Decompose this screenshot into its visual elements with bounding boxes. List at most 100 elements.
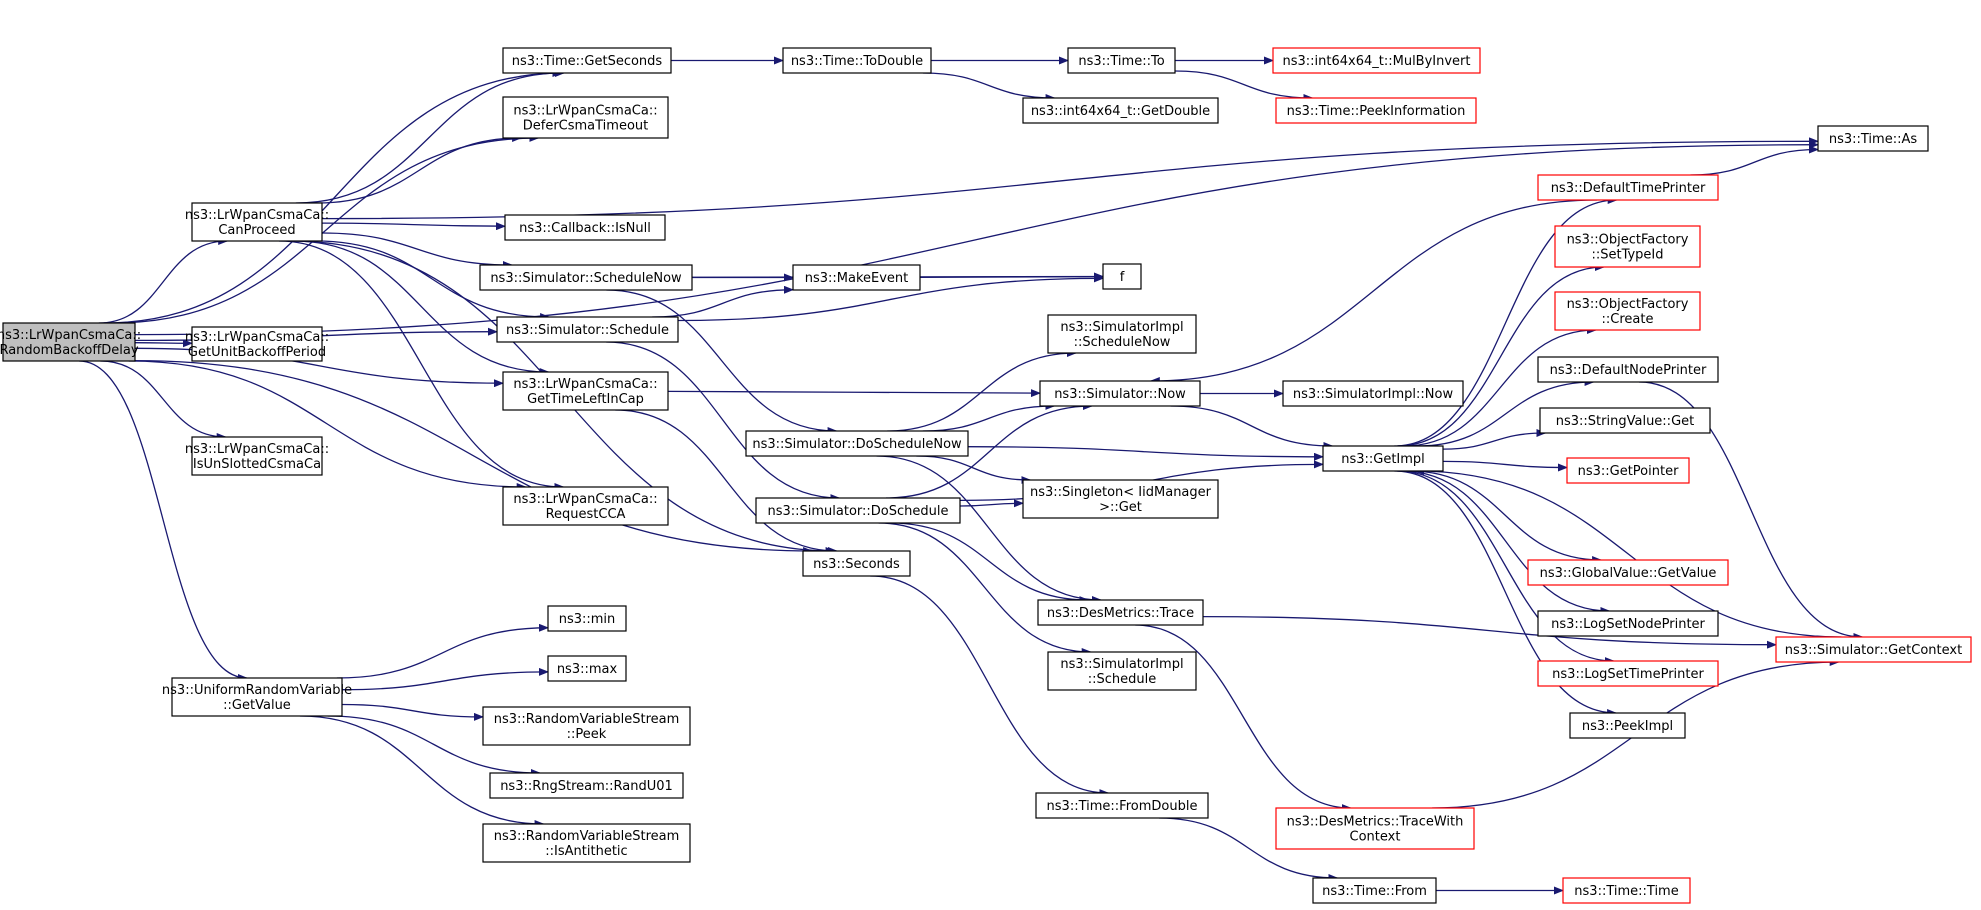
node-logsettimeprinter[interactable]: ns3::LogSetTimePrinter bbox=[1537, 660, 1719, 687]
node-box bbox=[1539, 407, 1711, 434]
edge-canproceed-to-callbackisnull bbox=[321, 222, 506, 231]
node-root[interactable]: ns3::LrWpanCsmaCa::RandomBackoffDelay bbox=[0, 322, 141, 362]
node-globalgetvalue[interactable]: ns3::GlobalValue::GetValue bbox=[1527, 559, 1729, 586]
node-box bbox=[1537, 174, 1719, 201]
node-defaultnodeprinter[interactable]: ns3::DefaultNodePrinter bbox=[1537, 356, 1719, 383]
edge-getimpl-to-logsetnodeprinter bbox=[1401, 470, 1611, 615]
node-box bbox=[502, 371, 669, 411]
edge-gettimeleft-to-simnow bbox=[667, 389, 1041, 398]
node-makeevent[interactable]: ns3::MakeEvent bbox=[792, 264, 921, 291]
node-box bbox=[1537, 610, 1719, 637]
node-label: ::Schedule bbox=[1088, 672, 1157, 687]
edge-uniformgetvalue-to-isantithetic bbox=[299, 715, 545, 828]
node-getimpl[interactable]: ns3::GetImpl bbox=[1322, 445, 1444, 472]
node-label: ns3::PeekImpl bbox=[1582, 719, 1673, 734]
edge-canproceed-to-defercsma bbox=[316, 134, 523, 204]
node-randu01[interactable]: ns3::RngStream::RandU01 bbox=[489, 772, 684, 799]
node-box bbox=[1527, 559, 1729, 586]
node-isantithetic[interactable]: ns3::RandomVariableStream::IsAntithetic bbox=[482, 823, 691, 863]
edge-doschedule-to-destrace bbox=[890, 522, 1090, 604]
node-gettimeleft[interactable]: ns3::LrWpanCsmaCa::GetTimeLeftInCap bbox=[502, 371, 669, 411]
node-ofcreate[interactable]: ns3::ObjectFactory::Create bbox=[1554, 291, 1701, 331]
edge-uniformgetvalue-to-min bbox=[336, 623, 549, 679]
node-getpointer[interactable]: ns3::GetPointer bbox=[1566, 457, 1690, 484]
node-getdouble[interactable]: ns3::int64x64_t::GetDouble bbox=[1022, 97, 1219, 124]
node-box bbox=[782, 47, 932, 74]
node-box bbox=[1035, 792, 1209, 819]
node-getunitbackoff[interactable]: ns3::LrWpanCsmaCa::GetUnitBackoffPeriod bbox=[185, 326, 329, 362]
node-canproceed[interactable]: ns3::LrWpanCsmaCa::CanProceed bbox=[185, 202, 329, 242]
node-f[interactable]: f bbox=[1102, 263, 1142, 290]
node-requestcca[interactable]: ns3::LrWpanCsmaCa::RequestCCA bbox=[502, 486, 669, 526]
node-box bbox=[1282, 380, 1464, 407]
node-doschedulenow[interactable]: ns3::Simulator::DoScheduleNow bbox=[745, 430, 969, 457]
node-label: ns3::RngStream::RandU01 bbox=[500, 779, 673, 794]
node-defercsma[interactable]: ns3::LrWpanCsmaCa::DeferCsmaTimeout bbox=[502, 96, 669, 139]
node-label: ns3::RandomVariableStream bbox=[494, 712, 680, 727]
node-label: ns3::LrWpanCsmaCa:: bbox=[513, 377, 657, 392]
node-label: RequestCCA bbox=[546, 507, 626, 522]
edge-getimpl-to-settypeid bbox=[1397, 263, 1605, 447]
node-peekimpl[interactable]: ns3::PeekImpl bbox=[1569, 712, 1686, 739]
node-label: ns3::Time::ToDouble bbox=[791, 54, 923, 69]
node-todouble[interactable]: ns3::Time::ToDouble bbox=[782, 47, 932, 74]
node-box bbox=[792, 264, 921, 291]
node-rvspeek[interactable]: ns3::RandomVariableStream::Peek bbox=[482, 706, 691, 746]
node-implschedule[interactable]: ns3::SimulatorImpl::Schedule bbox=[1047, 651, 1197, 691]
edge-canproceed-to-simschedule bbox=[315, 240, 551, 321]
node-label: DeferCsmaTimeout bbox=[523, 119, 649, 134]
edge-todouble-to-getdouble bbox=[922, 72, 1056, 102]
node-max[interactable]: ns3::max bbox=[547, 655, 627, 682]
node-stringvalueget[interactable]: ns3::StringValue::Get bbox=[1539, 407, 1711, 434]
node-logsetnodeprinter[interactable]: ns3::LogSetNodePrinter bbox=[1537, 610, 1719, 637]
node-label: ns3::Time::PeekInformation bbox=[1287, 104, 1466, 119]
node-timeas[interactable]: ns3::Time::As bbox=[1817, 125, 1929, 152]
edge-simschedule-to-doschedule bbox=[606, 341, 841, 502]
edge-canproceed-to-getseconds bbox=[295, 69, 563, 204]
node-box bbox=[502, 486, 669, 526]
node-isunslotted[interactable]: ns3::LrWpanCsmaCa::IsUnSlottedCsmaCa bbox=[185, 436, 329, 476]
node-label: ns3::DesMetrics::Trace bbox=[1047, 606, 1194, 621]
edge-doschedulenow-to-destrace bbox=[876, 455, 1102, 604]
node-box bbox=[191, 326, 323, 362]
node-timeto[interactable]: ns3::Time::To bbox=[1067, 47, 1176, 74]
node-mulbyinvert[interactable]: ns3::int64x64_t::MulByInvert bbox=[1272, 47, 1481, 74]
node-label: ns3::LrWpanCsmaCa:: bbox=[0, 328, 141, 343]
node-label: ns3::StringValue::Get bbox=[1556, 414, 1694, 429]
edge-doschedule-to-singletonget bbox=[959, 499, 1024, 508]
node-label: ns3::ObjectFactory bbox=[1567, 297, 1689, 312]
edge-canproceed-to-gettimeleft bbox=[293, 240, 550, 376]
node-singletonget[interactable]: ns3::Singleton< IidManager>::Get bbox=[1022, 479, 1219, 519]
node-timefrom[interactable]: ns3::Time::From bbox=[1312, 877, 1437, 904]
edge-root-to-getseconds bbox=[103, 69, 565, 324]
node-label: ns3::LrWpanCsmaCa:: bbox=[185, 208, 329, 223]
edge-gettimeleft-to-seconds bbox=[615, 409, 838, 555]
node-seconds[interactable]: ns3::Seconds bbox=[802, 550, 911, 577]
node-callbackisnull[interactable]: ns3::Callback::IsNull bbox=[504, 214, 666, 241]
node-getcontext[interactable]: ns3::Simulator::GetContext bbox=[1775, 636, 1972, 663]
edge-defaulttimeprinter-to-timeas bbox=[1690, 145, 1819, 176]
node-fromdouble[interactable]: ns3::Time::FromDouble bbox=[1035, 792, 1209, 819]
node-label: f bbox=[1120, 270, 1125, 285]
node-implschedulenow[interactable]: ns3::SimulatorImpl::ScheduleNow bbox=[1047, 314, 1197, 354]
node-doschedule[interactable]: ns3::Simulator::DoSchedule bbox=[755, 497, 961, 524]
node-box bbox=[1022, 479, 1219, 519]
node-box bbox=[502, 47, 672, 74]
node-destrace[interactable]: ns3::DesMetrics::Trace bbox=[1037, 599, 1204, 626]
node-simnow[interactable]: ns3::Simulator::Now bbox=[1039, 380, 1201, 407]
node-peekinfo[interactable]: ns3::Time::PeekInformation bbox=[1275, 97, 1477, 124]
node-box bbox=[1554, 291, 1701, 331]
node-settypeid[interactable]: ns3::ObjectFactory::SetTypeId bbox=[1554, 225, 1701, 268]
node-box bbox=[1275, 97, 1477, 124]
node-simschedulenow[interactable]: ns3::Simulator::ScheduleNow bbox=[479, 264, 693, 291]
node-min[interactable]: ns3::min bbox=[547, 605, 627, 632]
node-uniformgetvalue[interactable]: ns3::UniformRandomVariable::GetValue bbox=[162, 677, 352, 717]
node-getseconds[interactable]: ns3::Time::GetSeconds bbox=[502, 47, 672, 74]
node-implnow[interactable]: ns3::SimulatorImpl::Now bbox=[1282, 380, 1464, 407]
node-timetime[interactable]: ns3::Time::Time bbox=[1562, 877, 1691, 904]
node-defaulttimeprinter[interactable]: ns3::DefaultTimePrinter bbox=[1537, 174, 1719, 201]
node-simschedule[interactable]: ns3::Simulator::Schedule bbox=[496, 316, 679, 343]
node-label: ns3::Callback::IsNull bbox=[519, 221, 651, 236]
edge-getimpl-to-stringvalueget bbox=[1442, 429, 1547, 450]
